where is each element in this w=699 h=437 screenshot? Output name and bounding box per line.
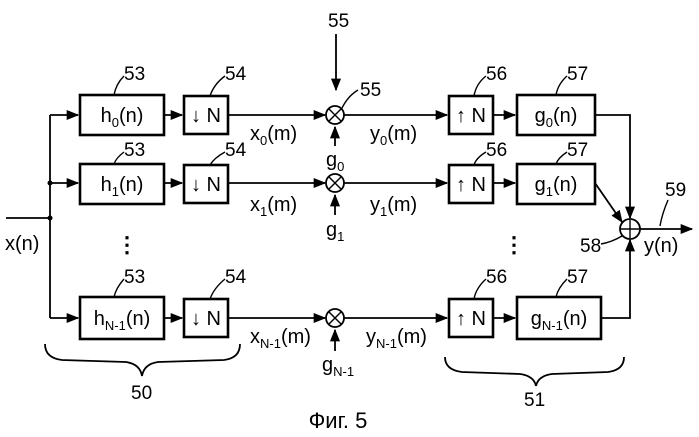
ref-57-row0: 57 — [567, 64, 588, 85]
ref-56-rowN: 56 — [486, 267, 507, 288]
ref-56-row0: 56 — [486, 64, 507, 85]
signal-yN-1: yN-1(m) — [366, 326, 427, 351]
ellipsis-left: ⋮ — [116, 232, 138, 257]
ellipsis-right: ⋮ — [503, 232, 525, 257]
row1-to-sum — [595, 183, 622, 222]
signal-xN-1: xN-1(m) — [250, 326, 311, 351]
ref-59: 59 — [665, 180, 686, 201]
synthesis-bank-brace — [445, 357, 624, 386]
downsampler-rowN-1-label: ↓ N — [191, 308, 221, 330]
ref-57-row1: 57 — [567, 140, 588, 161]
ref-54-row1: 54 — [225, 140, 247, 161]
input-label: x(n) — [5, 233, 39, 255]
gain-gN-1: gN-1 — [322, 354, 354, 379]
ref-56-row1: 56 — [486, 140, 507, 161]
output-label: y(n) — [644, 235, 678, 257]
signal-y1: y1(m) — [370, 194, 417, 219]
ref-55-leader — [342, 90, 358, 108]
upsampler-row1-label: ↑ N — [456, 174, 486, 196]
rowN-to-sum — [601, 240, 630, 318]
row0-to-sum — [595, 115, 630, 218]
ref-50: 50 — [131, 383, 152, 404]
figure-caption: Фиг. 5 — [309, 408, 368, 433]
ref-53-row0: 53 — [124, 64, 145, 85]
ref-57-rowN: 57 — [567, 267, 588, 288]
ref-58: 58 — [580, 236, 601, 257]
gain-g0: g0 — [326, 149, 344, 174]
signal-x0: x0(m) — [250, 123, 297, 148]
ref-55: 55 — [360, 80, 381, 101]
ref-53-rowN: 53 — [124, 267, 145, 288]
downsampler-row0-label: ↓ N — [191, 105, 221, 127]
analysis-filter-h1-label: h1(n) — [101, 174, 144, 199]
upsampler-rowN-1-label: ↑ N — [456, 308, 486, 330]
downsampler-row1-label: ↓ N — [191, 174, 221, 196]
synthesis-filter-g0-label: g0(n) — [535, 105, 578, 130]
ref-54-row0: 54 — [225, 64, 247, 85]
gain-g1: g1 — [326, 219, 344, 244]
ref-51: 51 — [524, 390, 545, 411]
synthesis-filter-g1-label: g1(n) — [535, 174, 578, 199]
signal-y0: y0(m) — [370, 123, 417, 148]
analysis-filter-h0-label: h0(n) — [101, 105, 144, 130]
analysis-bank-brace — [45, 344, 240, 376]
ref-53-row1: 53 — [124, 140, 145, 161]
ref-55-top: 55 — [328, 11, 349, 32]
signal-x1: x1(m) — [250, 194, 297, 219]
upsampler-row0-label: ↑ N — [456, 105, 486, 127]
ref-54-rowN: 54 — [225, 267, 247, 288]
